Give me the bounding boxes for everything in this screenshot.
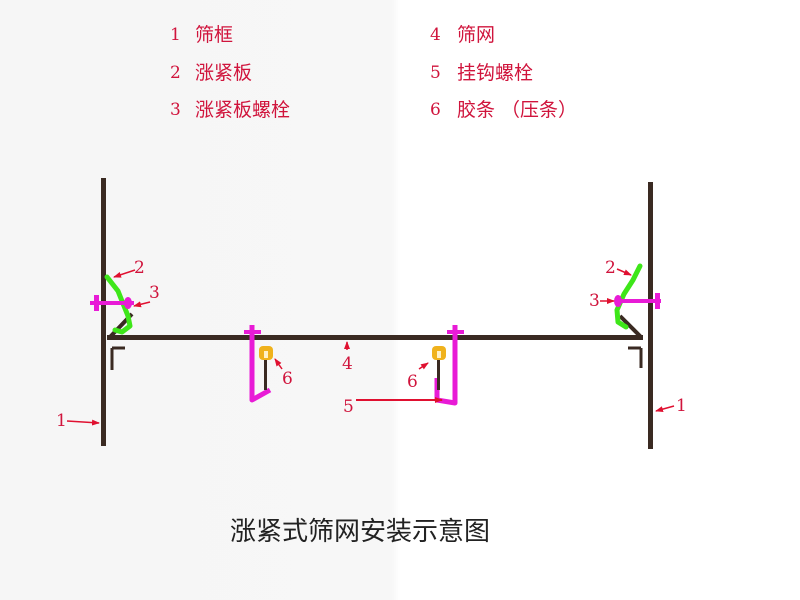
callout-arrow — [655, 405, 675, 413]
legend-label: 筛网 — [457, 24, 495, 46]
callout-arrow — [66, 419, 100, 426]
callouts: 1 1 2 2 3 3 4 5 6 6 — [56, 258, 687, 431]
callout-arrow — [274, 358, 283, 370]
callout-arrow — [133, 301, 151, 308]
screen-mesh — [107, 312, 643, 340]
rubber-strip-left — [259, 346, 273, 390]
tension-bolt-right — [614, 293, 661, 309]
legend-label: 涨紧板螺栓 — [195, 99, 290, 121]
callout-arrow — [616, 268, 632, 276]
rubber-strip-right — [432, 346, 446, 390]
legend-label: 胶条 （压条） — [457, 99, 577, 121]
bolt-head — [655, 293, 660, 309]
tension-bolt-left — [90, 295, 134, 311]
callout-6-left: 6 — [282, 369, 293, 389]
rubber-strip-slot — [437, 351, 441, 358]
callout-arrow — [113, 269, 136, 278]
mesh-bar — [107, 335, 643, 340]
rubber-strip-slot — [264, 351, 268, 358]
legend-num: 4 — [430, 25, 441, 45]
callout-1-right: 1 — [676, 396, 687, 416]
legend: 1 筛框 2 涨紧板 3 涨紧板螺栓 4 筛网 5 挂钩螺栓 6 胶条 （压条） — [170, 24, 577, 121]
legend-label: 涨紧板 — [195, 62, 252, 84]
bolt-head — [94, 295, 99, 311]
hook-bolt-body — [249, 325, 272, 403]
legend-item-5: 5 挂钩螺栓 — [430, 62, 533, 84]
screen-frame-left — [101, 178, 125, 446]
hook-bolt-nut — [447, 330, 464, 334]
legend-num: 6 — [430, 100, 441, 120]
legend-label: 筛框 — [195, 24, 233, 46]
legend-num: 3 — [170, 100, 181, 120]
diagram-title: 涨紧式筛网安装示意图 — [230, 517, 490, 547]
screen-frame-right — [628, 182, 653, 449]
legend-item-3: 3 涨紧板螺栓 — [170, 99, 290, 121]
bolt-nut — [614, 295, 622, 307]
bolt-nut — [124, 297, 132, 309]
legend-item-6: 6 胶条 （压条） — [430, 99, 577, 121]
tension-plate-left — [104, 274, 133, 335]
frame-angle — [628, 346, 643, 368]
legend-num: 5 — [430, 63, 441, 83]
hook-rod — [264, 360, 267, 390]
callout-3-left: 3 — [149, 283, 160, 303]
frame-angle — [110, 346, 125, 370]
callout-6-right: 6 — [407, 372, 418, 392]
hook-bolt-left — [244, 325, 272, 403]
legend-label: 挂钩螺栓 — [457, 62, 533, 84]
callout-5: 5 — [343, 397, 354, 417]
legend-num: 1 — [170, 25, 181, 45]
hook-rod — [437, 360, 440, 390]
hook-bolt-nut — [244, 330, 261, 334]
frame-post — [101, 178, 106, 446]
bolt-shaft — [615, 299, 661, 303]
callout-2-left: 2 — [134, 258, 145, 278]
legend-item-1: 1 筛框 — [170, 24, 233, 46]
bolt-shaft — [90, 301, 134, 305]
legend-item-2: 2 涨紧板 — [170, 62, 252, 84]
callout-1-left: 1 — [56, 411, 67, 431]
callout-2-right: 2 — [605, 258, 616, 278]
callout-4: 4 — [342, 354, 353, 374]
callout-arrow — [418, 362, 429, 370]
legend-num: 2 — [170, 63, 181, 83]
callout-3-right: 3 — [589, 291, 600, 311]
mesh-hook-right — [618, 314, 643, 339]
frame-post — [648, 182, 653, 449]
legend-item-4: 4 筛网 — [430, 24, 495, 46]
